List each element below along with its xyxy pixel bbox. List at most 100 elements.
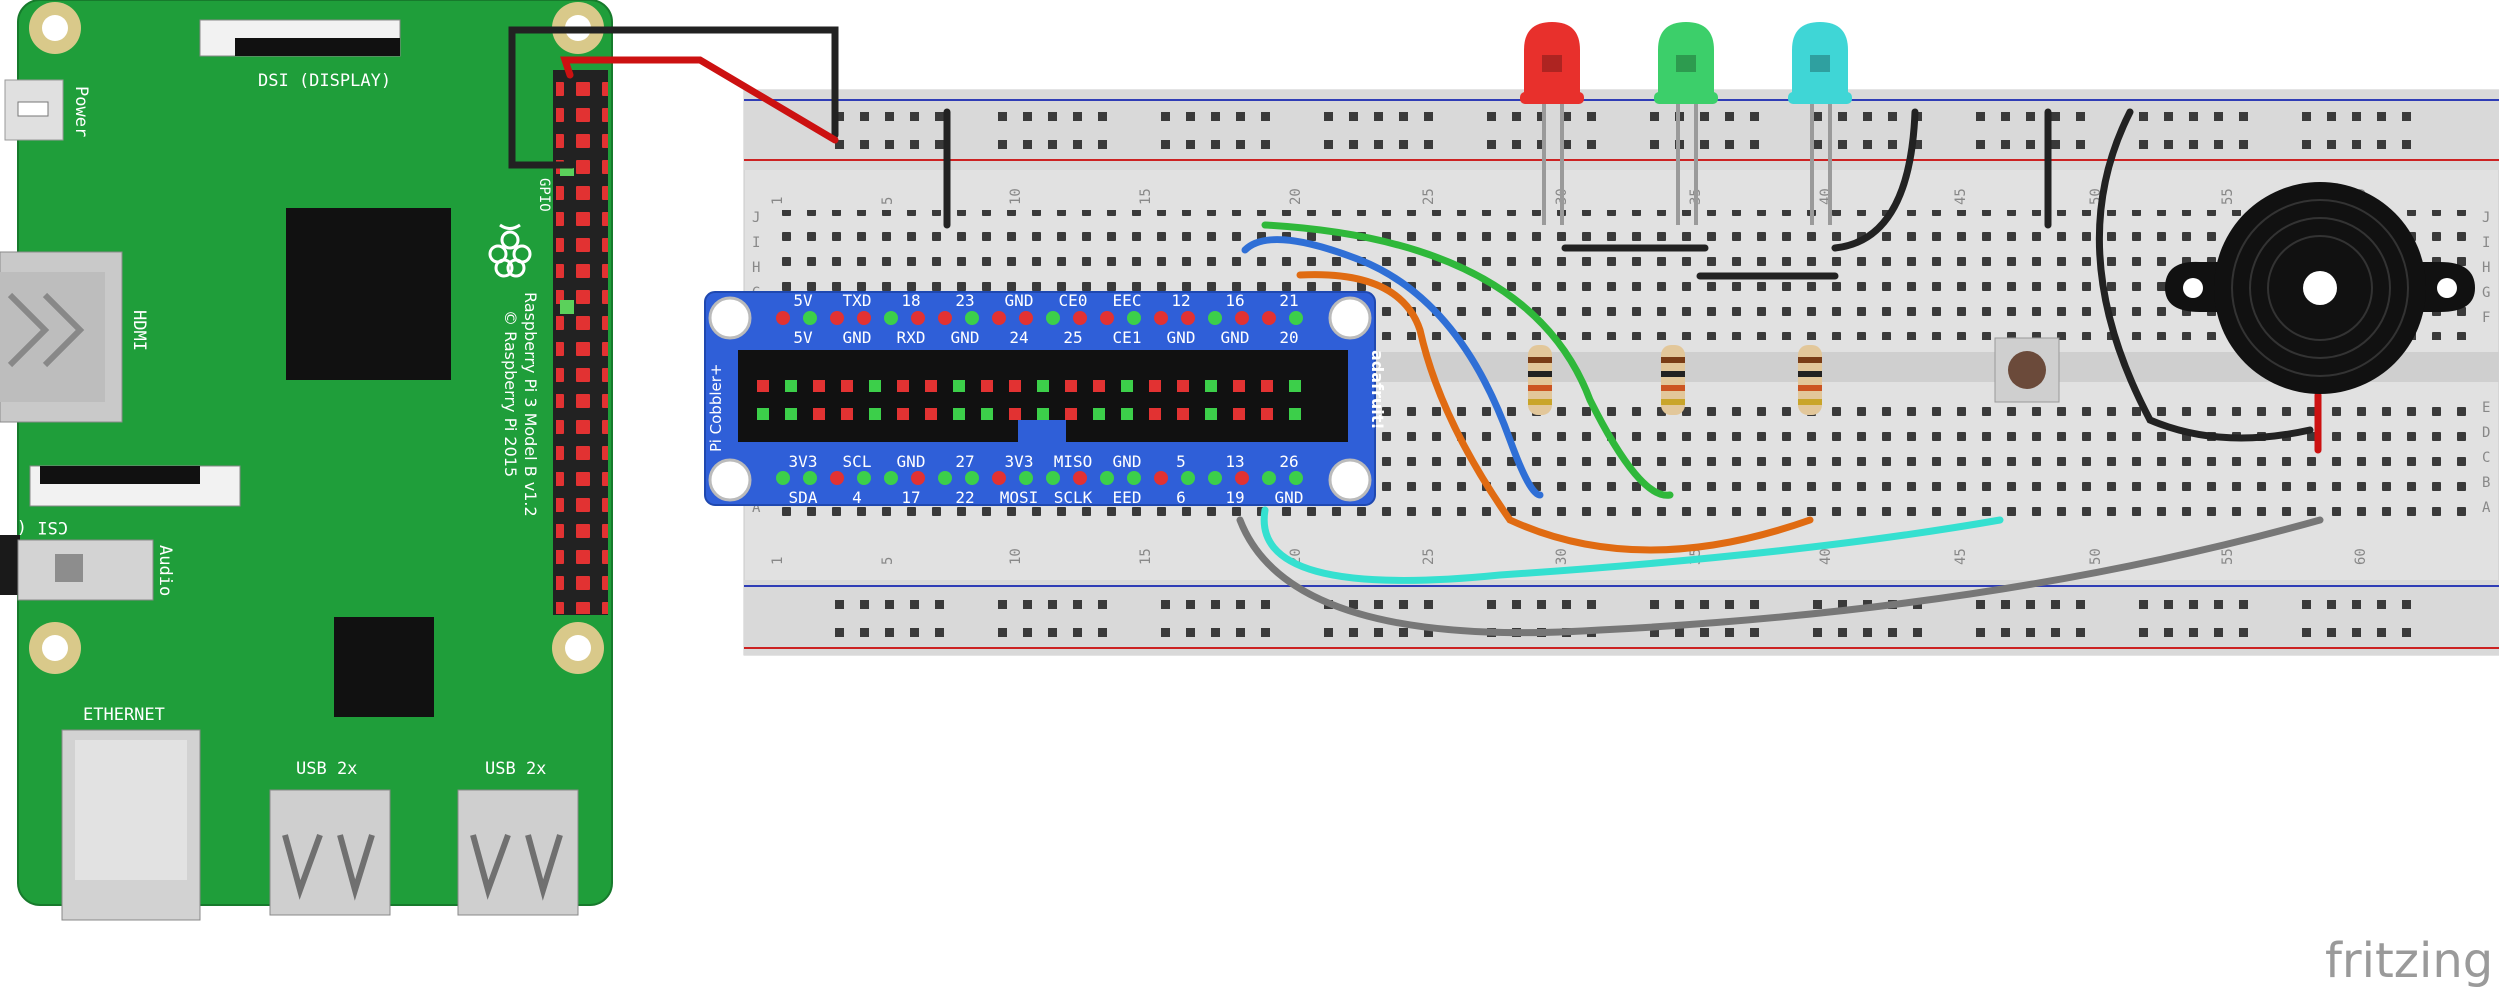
rail-hole: [1913, 628, 1922, 637]
rail-hole: [2051, 628, 2060, 637]
cobbler-pin: [1289, 408, 1301, 420]
rail-hole: [1261, 112, 1270, 121]
cobbler-pin: [813, 380, 825, 392]
cobbler-pin: [869, 380, 881, 392]
cobbler-dot-top: [1019, 311, 1033, 325]
hdmi-label: HDMI: [129, 310, 149, 351]
rail-hole: [1725, 140, 1734, 149]
cobbler-pin-label: SCL: [843, 452, 872, 471]
cobbler-pin-label: EED: [1113, 488, 1142, 507]
cobbler-pin-label: GND: [843, 328, 872, 347]
cobbler-pin-label: CE1: [1113, 328, 1142, 347]
cobbler-dot-top: [830, 311, 844, 325]
rail-hole: [1186, 112, 1195, 121]
wires: [508, 26, 2324, 637]
cobbler-dot-top: [1100, 311, 1114, 325]
usb1-label: USB 2x: [296, 759, 357, 779]
rail-hole: [2164, 112, 2173, 121]
cobbler-pin: [757, 408, 769, 420]
cobbler-pin: [785, 380, 797, 392]
rail-hole: [1813, 140, 1822, 149]
rail-hole: [2327, 600, 2336, 609]
rail-hole: [1537, 600, 1546, 609]
rail-hole: [1976, 140, 1985, 149]
column-number-bottom: 45: [1953, 548, 1969, 565]
cobbler-pin: [897, 408, 909, 420]
cobbler-dot-top: [1127, 311, 1141, 325]
rail-hole: [2352, 140, 2361, 149]
gpio-label: GPIO: [536, 178, 552, 212]
soc-chip: [286, 208, 451, 380]
rail-hole: [1211, 628, 1220, 637]
rail-hole: [2352, 112, 2361, 121]
rail-hole: [2001, 112, 2010, 121]
rail-hole: [1211, 600, 1220, 609]
cobbler-dot-top: [1262, 311, 1276, 325]
wire-black-ground: [508, 26, 839, 169]
rail-hole: [1161, 112, 1170, 121]
cobbler-pin: [1037, 380, 1049, 392]
rail-hole: [860, 140, 869, 149]
rail-hole: [1813, 628, 1822, 637]
rail-hole: [2139, 600, 2148, 609]
cobbler-pin: [1177, 408, 1189, 420]
rail-hole: [2352, 600, 2361, 609]
cobbler-pin: [1205, 380, 1217, 392]
rail-hole: [1399, 600, 1408, 609]
rail-hole: [835, 112, 844, 121]
rail-hole: [998, 112, 1007, 121]
rail-hole: [1399, 112, 1408, 121]
cobbler-pin-label: GND: [951, 328, 980, 347]
rail-hole: [1750, 112, 1759, 121]
rail-hole: [1098, 112, 1107, 121]
rail-hole: [1374, 112, 1383, 121]
cobbler-pin-label: SDA: [789, 488, 818, 507]
cobbler-pin-label: EEC: [1113, 291, 1142, 310]
cobbler-pin-label: SCLK: [1054, 488, 1093, 507]
rail-hole: [910, 600, 919, 609]
cobbler-dot-bottom: [992, 471, 1006, 485]
rail-hole: [2051, 112, 2060, 121]
dsi-label: DSI (DISPLAY): [258, 71, 391, 91]
rail-hole: [1562, 600, 1571, 609]
rail-hole: [1073, 628, 1082, 637]
rail-hole: [1888, 628, 1897, 637]
rail-hole: [1650, 112, 1659, 121]
rail-hole: [2377, 112, 2386, 121]
raspberry-pi-board: DSI (DISPLAY) Power HDMI CSI (CAMERA) Au…: [0, 0, 613, 921]
rail-hole: [2076, 140, 2085, 149]
rail-hole: [1236, 628, 1245, 637]
rail-hole: [1675, 628, 1684, 637]
rail-hole: [2377, 628, 2386, 637]
cobbler-pin-label: 3V3: [789, 452, 818, 471]
usb-port-1: [269, 789, 391, 916]
cobbler-pin: [1261, 380, 1273, 392]
cobbler-pin-label: 6: [1176, 488, 1186, 507]
cobbler-dot-top: [992, 311, 1006, 325]
rail-hole: [1186, 140, 1195, 149]
cobbler-dot-bottom: [1289, 471, 1303, 485]
cobbler-pin-label: 5: [1176, 452, 1186, 471]
cobbler-pin-label: GND: [1275, 488, 1304, 507]
rail-hole: [1512, 140, 1521, 149]
rail-hole: [1537, 140, 1546, 149]
rail-hole: [1913, 140, 1922, 149]
cobbler-pin: [1205, 408, 1217, 420]
rail-hole: [1023, 112, 1032, 121]
rail-hole: [1700, 600, 1709, 609]
cobbler-pin: [757, 380, 769, 392]
rail-hole: [1073, 112, 1082, 121]
cobbler-pin-label: 19: [1225, 488, 1244, 507]
cobbler-dot-bottom: [857, 471, 871, 485]
rail-hole: [2402, 600, 2411, 609]
row-letter-right: D: [2482, 425, 2490, 441]
rail-hole: [910, 112, 919, 121]
rail-hole: [2026, 140, 2035, 149]
piezo-buzzer: [2165, 182, 2475, 394]
cobbler-pin: [785, 408, 797, 420]
rail-hole: [1161, 628, 1170, 637]
audio-label: Audio: [155, 545, 175, 596]
cobbler-pin: [1121, 380, 1133, 392]
row-letter-right: E: [2482, 400, 2490, 416]
rail-hole: [2026, 600, 2035, 609]
